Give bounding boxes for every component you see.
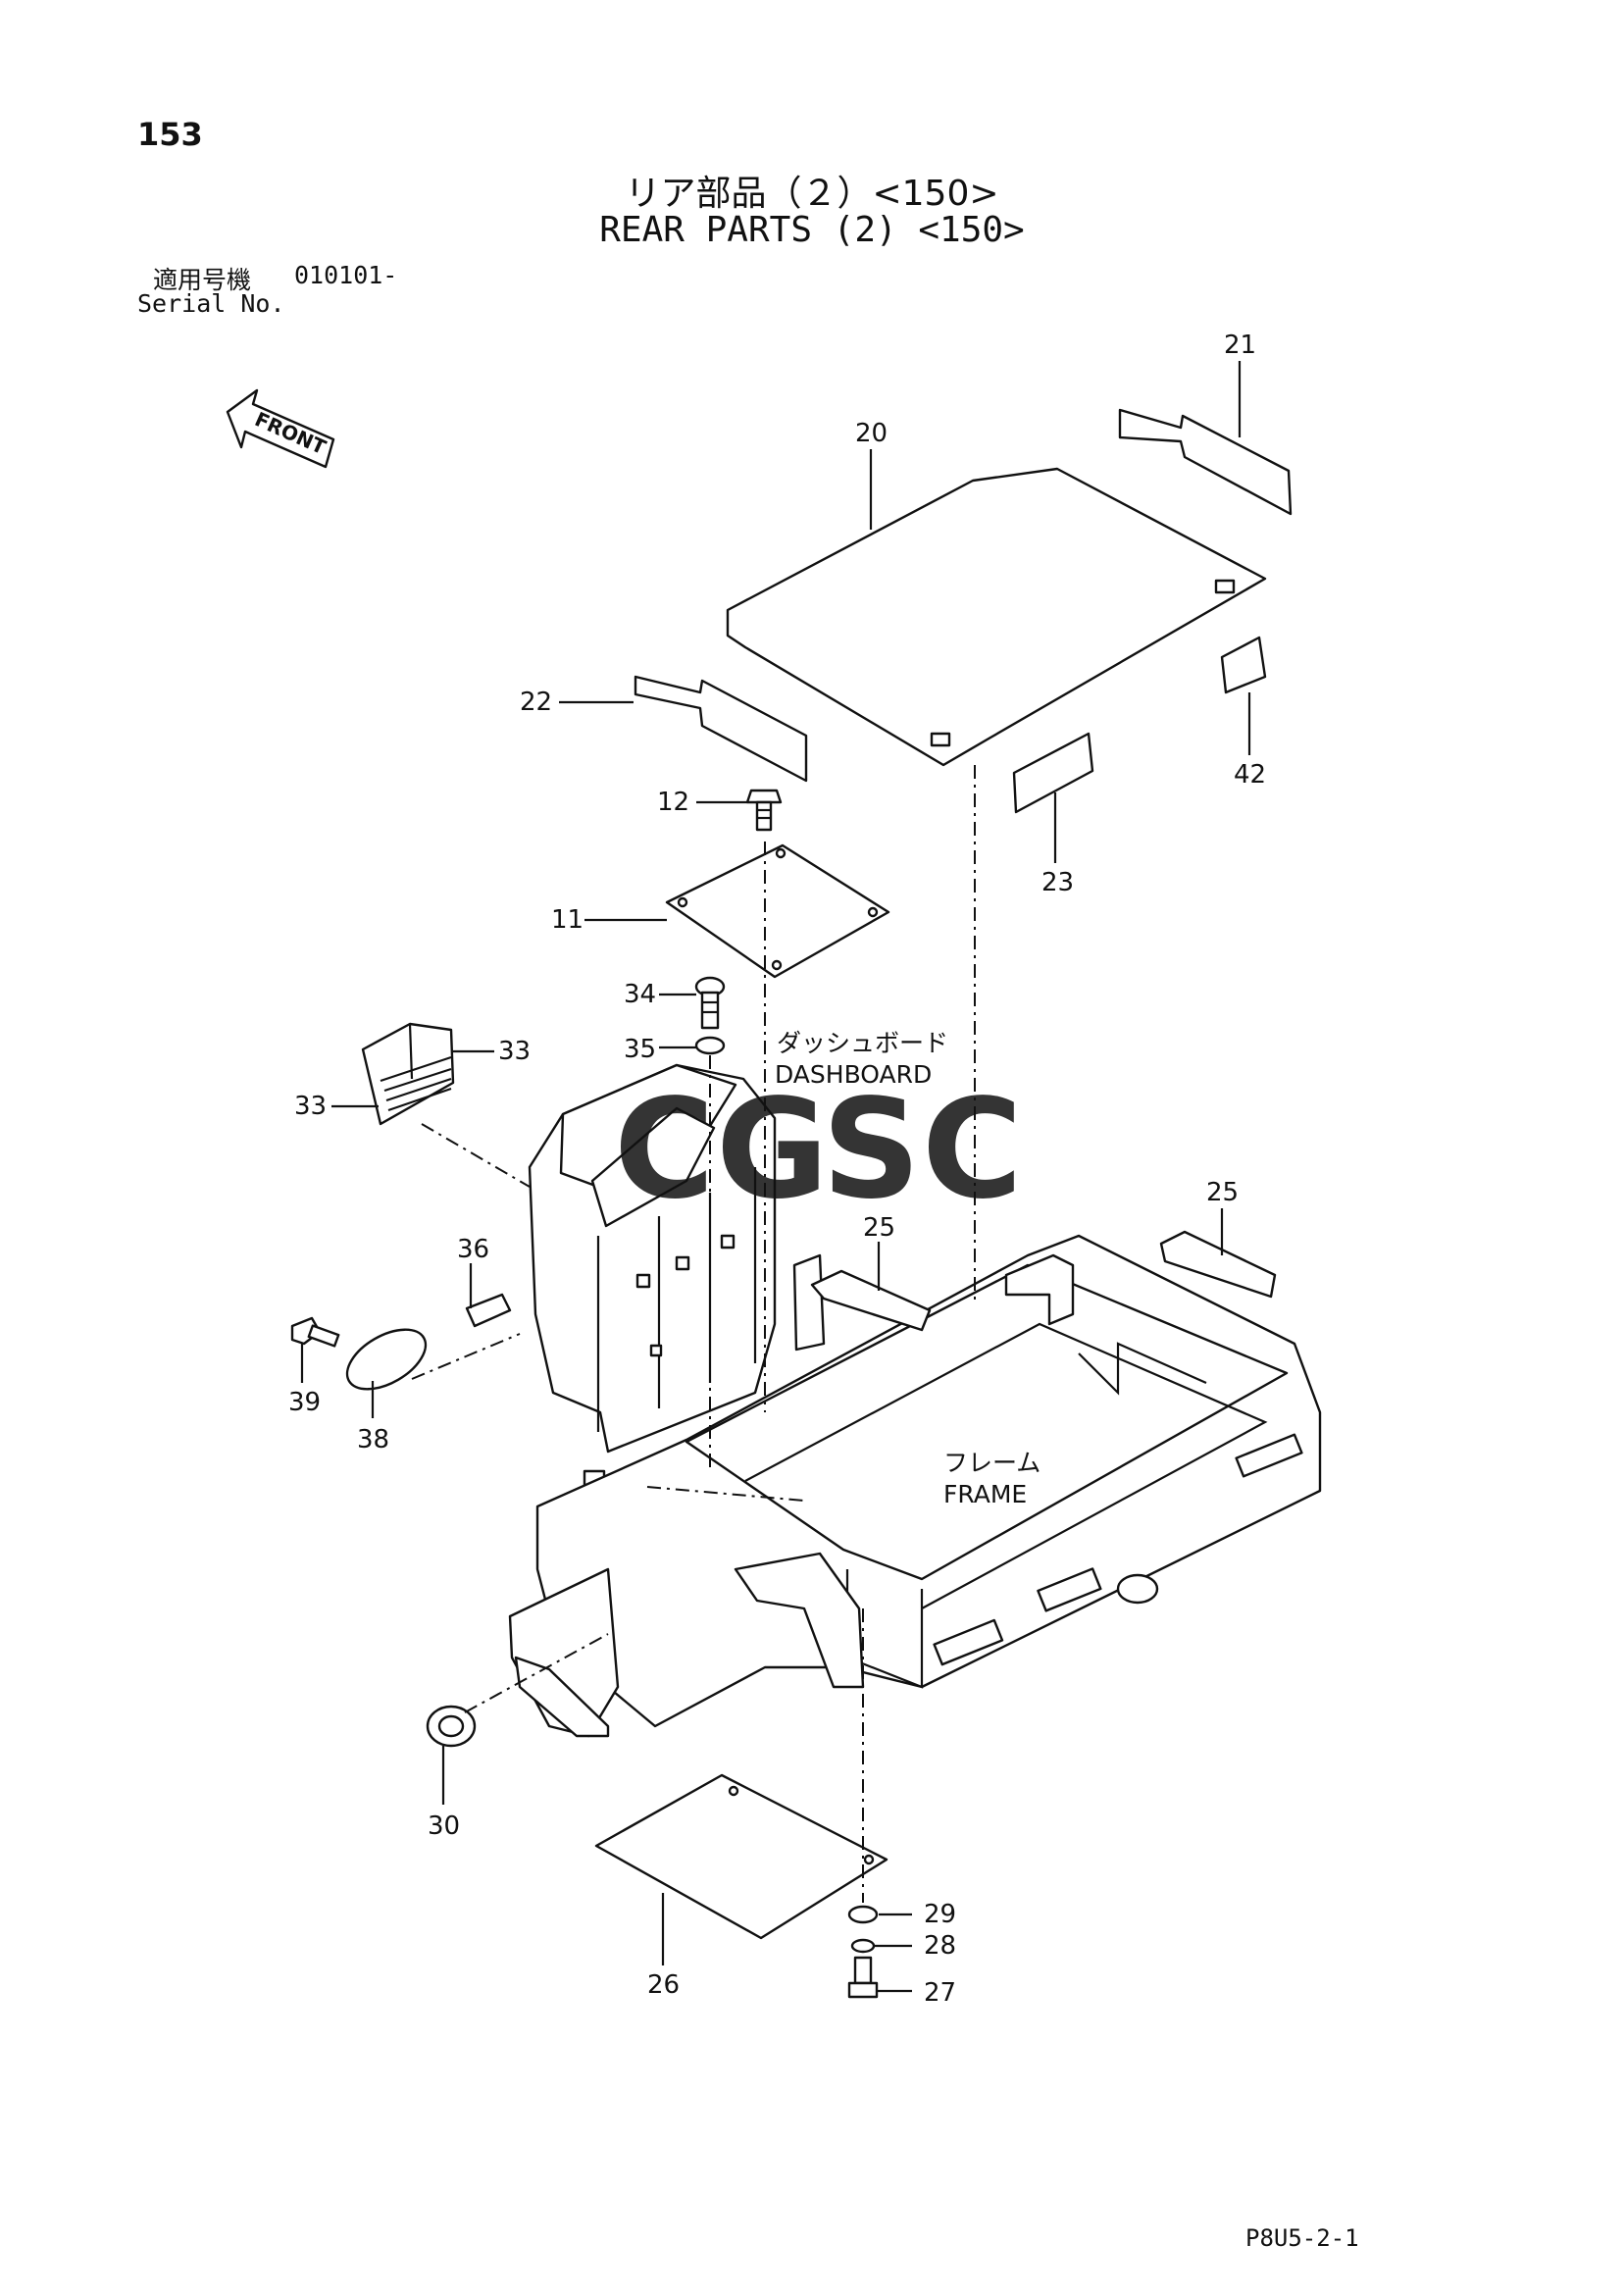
callout-labels: 20 21 22 42 23 12 11 34 35 33 33 36 39 3… (288, 331, 1266, 2008)
part-12-bolt (745, 789, 783, 832)
serial-label-jp: 適用号機 (153, 266, 252, 294)
callout-27: 27 (924, 1978, 956, 2008)
callout-leaders (300, 361, 1251, 1993)
part-34-bolt (694, 976, 726, 1030)
part-29-washer (847, 1905, 879, 1924)
part-42-pad (1220, 636, 1267, 694)
front-arrow-icon: FRONT (226, 388, 335, 469)
callout-22: 22 (520, 688, 552, 717)
part-35-washer (694, 1036, 726, 1055)
callout-28: 28 (924, 1931, 956, 1961)
part-39-bolt (290, 1316, 340, 1348)
frame-label-jp: フレーム (943, 1449, 1040, 1477)
callout-21: 21 (1224, 331, 1256, 360)
callout-23: 23 (1041, 868, 1074, 897)
serial-label-en: Serial No. (137, 289, 285, 318)
dashboard-assembly (528, 1063, 826, 1489)
dashboard-label-en: DASHBOARD (775, 1060, 932, 1089)
part-26-plate (594, 1773, 888, 1940)
callout-12: 12 (657, 788, 689, 817)
callout-38: 38 (357, 1425, 389, 1454)
part-22-trim (634, 675, 808, 783)
callout-42: 42 (1234, 760, 1266, 790)
part-30-grommet (426, 1705, 477, 1748)
part-11-plate (665, 843, 890, 979)
callout-30: 30 (428, 1811, 460, 1841)
callout-29: 29 (924, 1900, 956, 1929)
watermark-letter-g: G (716, 1070, 829, 1230)
callout-11: 11 (551, 905, 584, 935)
document-code: P8U5-2-1 (1245, 2224, 1359, 2252)
cgsc-watermark-logo: C G S C (614, 1070, 1023, 1230)
part-27-bolt (847, 1956, 879, 1999)
page-title-jp: リア部品（２）<150> (625, 174, 999, 214)
dashboard-label-jp: ダッシュボード (777, 1029, 948, 1057)
callout-25-right: 25 (1206, 1178, 1239, 1207)
part-21-trim (1118, 408, 1293, 516)
part-36-pad (465, 1293, 512, 1328)
callout-39: 39 (288, 1388, 321, 1417)
part-33-cover (361, 1022, 455, 1126)
callout-35: 35 (624, 1035, 656, 1064)
part-23-pad (1012, 732, 1094, 814)
part-25-pad-right (1159, 1230, 1277, 1299)
watermark-letter-c2: C (922, 1070, 1023, 1230)
assembly-lines (411, 765, 976, 1903)
callout-33-lower: 33 (294, 1092, 327, 1121)
callout-20: 20 (855, 419, 888, 448)
part-38-plate (345, 1328, 428, 1391)
page-number: 153 (137, 116, 203, 153)
callout-26: 26 (647, 1970, 680, 2000)
callout-25-left: 25 (863, 1213, 895, 1243)
part-28-lock-washer (850, 1938, 876, 1954)
watermark-letter-s: S (822, 1070, 921, 1230)
serial-value: 010101- (294, 261, 398, 289)
callout-33-upper: 33 (498, 1037, 531, 1066)
page-title-en: REAR PARTS (2) <150> (599, 210, 1025, 250)
part-25-pad-left (810, 1269, 932, 1332)
watermark-letter-c1: C (614, 1070, 715, 1230)
callout-36: 36 (457, 1235, 489, 1264)
frame-label-en: FRAME (943, 1480, 1027, 1508)
frame-assembly (508, 1234, 1322, 1738)
part-20-floor-mat (726, 467, 1267, 767)
callout-34: 34 (624, 980, 656, 1009)
